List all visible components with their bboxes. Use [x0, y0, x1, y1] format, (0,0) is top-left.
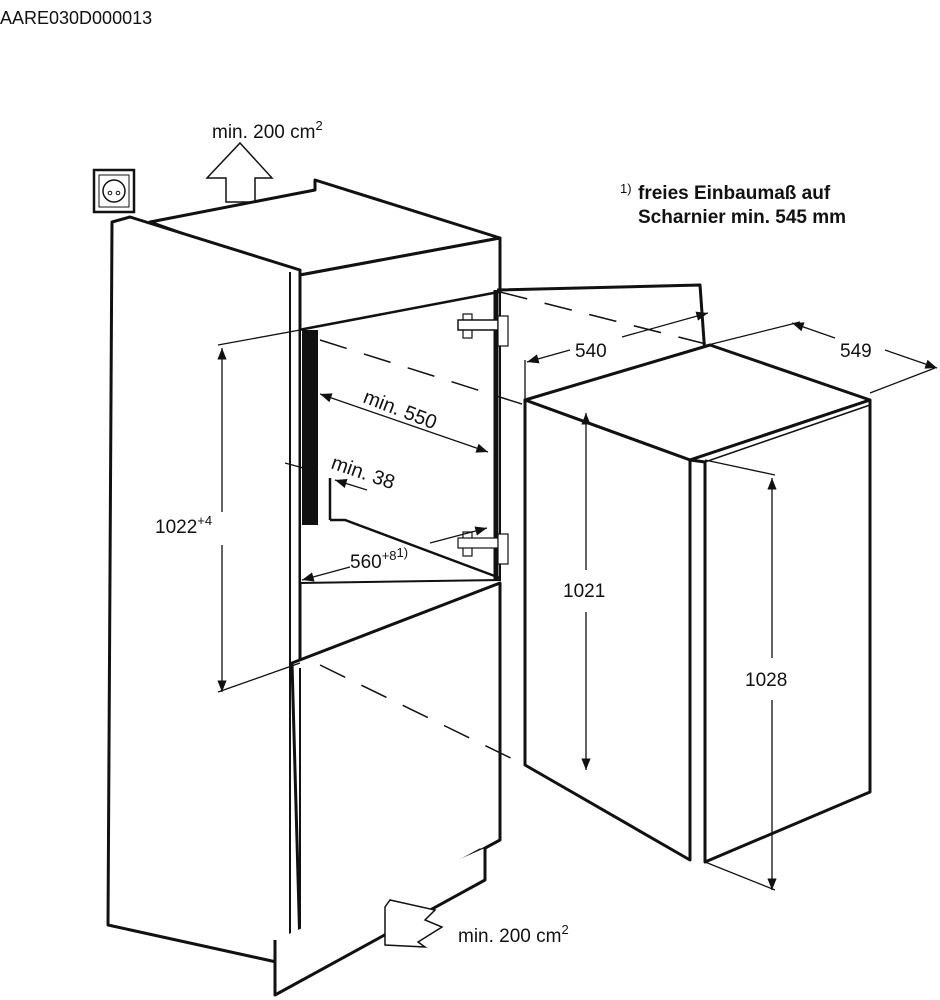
- vent-in-arrow-icon: [384, 899, 444, 948]
- footnote-line-1: freies Einbaumaß auf: [638, 183, 831, 204]
- appliance-width-label: 540: [575, 341, 607, 362]
- appliance-depth-label: 549: [840, 341, 872, 362]
- hinge-top-icon: [457, 313, 509, 347]
- dim-550: [319, 393, 489, 453]
- vent-bottom-label: min. 200 cm2: [458, 922, 569, 947]
- niche-height-label: 1022+4: [155, 513, 212, 538]
- niche-width-label: 560+81): [350, 545, 408, 573]
- door-height-label: 1028: [745, 670, 787, 691]
- drawing-id: AARE030D000013: [0, 8, 152, 28]
- socket-icon: [92, 168, 136, 214]
- hinge-bottom-icon: [457, 531, 509, 565]
- footnote-marker: 1): [620, 181, 632, 196]
- dim-560: [301, 566, 351, 582]
- vent-gap-strip: [302, 330, 318, 525]
- dim-540: [526, 349, 571, 364]
- cabinet: [106, 178, 707, 997]
- footnote-line-2: Scharnier min. 545 mm: [638, 207, 846, 228]
- appliance: [523, 343, 872, 864]
- vent-up-arrow-icon: [205, 141, 274, 203]
- projection-lines: [319, 291, 711, 766]
- footnote: 1) freies Einbaumaß auf Scharnier min. 5…: [620, 181, 846, 228]
- appliance-height-label: 1021: [563, 581, 605, 602]
- dim-549: [791, 322, 836, 339]
- dim-38: [284, 462, 319, 474]
- vent-top-label: min. 200 cm2: [212, 118, 323, 143]
